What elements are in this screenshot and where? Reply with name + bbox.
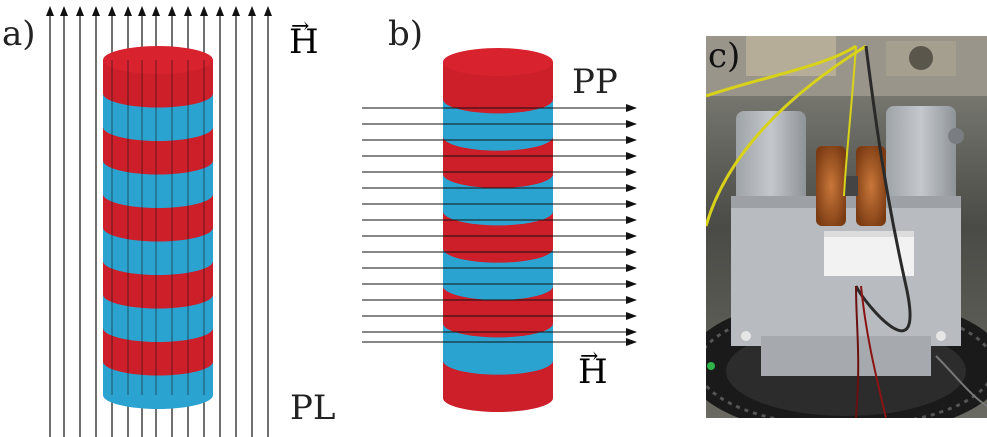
geometry-label-pp: PP bbox=[572, 62, 618, 102]
field-vector-h-a: → H bbox=[289, 14, 319, 63]
panel-c-photo bbox=[706, 36, 987, 418]
field-line-horizontal bbox=[362, 104, 637, 112]
red-layer bbox=[443, 360, 553, 412]
field-vector-h-b: → H bbox=[578, 344, 608, 393]
field-line-horizontal bbox=[362, 264, 637, 272]
horizontal-field-lines-front bbox=[362, 104, 637, 346]
field-line-vertical bbox=[46, 6, 54, 437]
geometry-label-pl: PL bbox=[290, 388, 336, 428]
field-line-horizontal bbox=[362, 280, 637, 288]
blue-layer bbox=[443, 99, 553, 151]
field-line-horizontal bbox=[362, 120, 637, 128]
red-layer bbox=[443, 286, 553, 338]
field-line-horizontal bbox=[362, 338, 637, 346]
field-line-vertical bbox=[76, 6, 84, 437]
field-line-vertical bbox=[248, 6, 256, 437]
field-line-vertical bbox=[60, 6, 68, 437]
field-line-vertical bbox=[216, 6, 224, 437]
panel-a-label: a) bbox=[2, 14, 36, 54]
field-line-horizontal bbox=[362, 152, 637, 160]
field-line-horizontal bbox=[362, 232, 637, 240]
field-line-horizontal bbox=[362, 168, 637, 176]
field-line-horizontal bbox=[362, 312, 637, 320]
red-layer bbox=[443, 136, 553, 188]
field-line-vertical bbox=[92, 6, 100, 437]
vector-arrow-icon: → bbox=[291, 14, 310, 39]
field-line-horizontal bbox=[362, 328, 637, 336]
panel-c-label: c) bbox=[708, 36, 741, 76]
blue-layer bbox=[443, 323, 553, 375]
vector-arrow-icon: → bbox=[580, 344, 599, 369]
electromagnet-photo bbox=[706, 36, 987, 418]
cylinder-stack-pp bbox=[443, 48, 553, 412]
field-line-vertical bbox=[232, 6, 240, 437]
field-line-horizontal bbox=[362, 200, 637, 208]
cylinder-top-cap bbox=[103, 46, 213, 74]
field-line-horizontal bbox=[362, 184, 637, 192]
field-line-horizontal bbox=[362, 296, 637, 304]
red-layer bbox=[443, 211, 553, 263]
field-line-horizontal bbox=[362, 136, 637, 144]
field-line-horizontal bbox=[362, 248, 637, 256]
cylinder-top-cap bbox=[443, 48, 553, 76]
blue-layer bbox=[443, 248, 553, 300]
red-layer bbox=[443, 62, 553, 114]
field-line-vertical bbox=[264, 6, 272, 437]
panel-b-label: b) bbox=[388, 14, 424, 54]
field-line-horizontal bbox=[362, 216, 637, 224]
cylinder-stack-pl bbox=[103, 46, 213, 409]
blue-layer bbox=[443, 174, 553, 226]
